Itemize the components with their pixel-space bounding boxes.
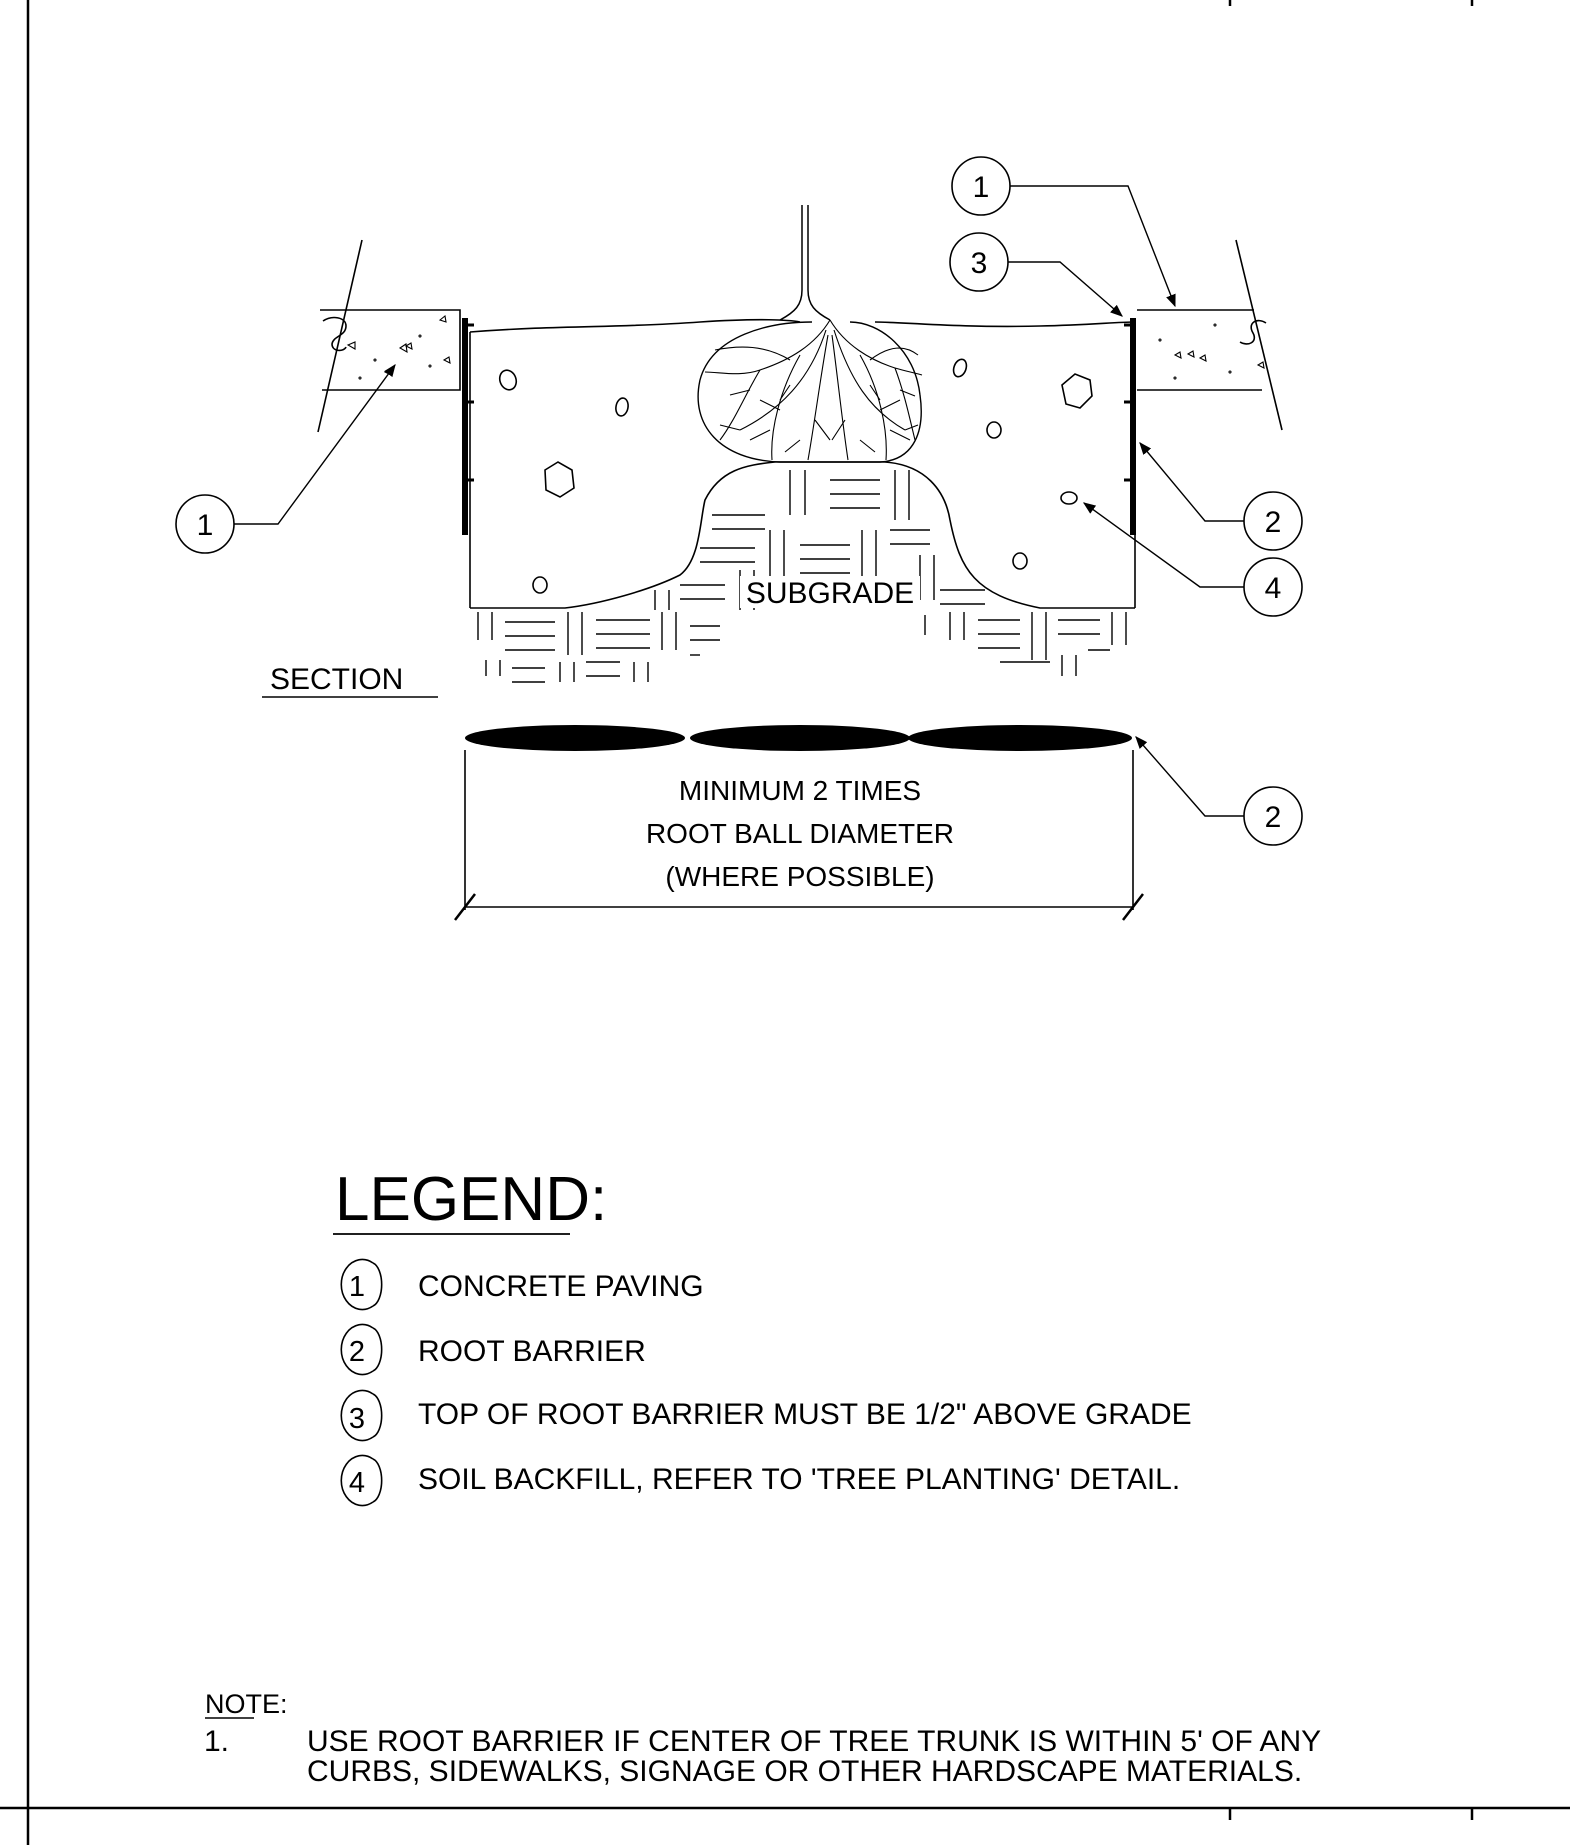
legend-item-text: CONCRETE PAVING <box>418 1270 704 1303</box>
legend-title: LEGEND: <box>335 1165 607 1234</box>
subgrade-lower-band <box>477 612 1127 683</box>
callout-leaders <box>234 185 1244 817</box>
legend-item: 3 TOP OF ROOT BARRIER MUST BE 1/2" ABOVE… <box>340 1389 1192 1442</box>
callout-left-paving: 1 <box>175 494 235 554</box>
section-label: SECTION <box>270 663 403 696</box>
left-concrete-paving <box>317 239 461 433</box>
legend-number-bubble <box>340 1454 374 1507</box>
right-concrete-paving <box>1137 239 1283 431</box>
root-ball <box>697 319 923 463</box>
callout-right-barrier-number: 2 <box>1265 506 1282 539</box>
root-barrier-left <box>462 318 474 535</box>
callout-right-barrier: 2 <box>1243 491 1303 551</box>
callout-right-paving-number: 1 <box>973 171 990 204</box>
callout-right-soil: 4 <box>1243 557 1303 617</box>
callout-right-barrier-top-number: 3 <box>971 247 988 280</box>
legend-item: 2 ROOT BARRIER <box>340 1323 646 1376</box>
root-barrier-plan <box>465 725 1132 751</box>
legend-item-number: 3 <box>349 1403 365 1435</box>
dimension-text-line-1: MINIMUM 2 TIMES <box>679 775 921 806</box>
legend: LEGEND: 1 CONCRETE PAVING 2 ROOT BARRIER… <box>333 1165 1192 1507</box>
callout-left-paving-number: 1 <box>197 509 214 542</box>
root-barrier-right <box>1124 318 1136 535</box>
tree-section-drawing: SUBGRADE SECTION MINIMUM 2 TIMES ROOT BA… <box>175 156 1303 921</box>
dimension-text-line-3: (WHERE POSSIBLE) <box>665 861 934 892</box>
subgrade-label: SUBGRADE <box>746 577 914 610</box>
subgrade-label-bg <box>740 576 920 608</box>
legend-number-bubble-right <box>372 1262 383 1307</box>
note-heading: NOTE: <box>205 1689 288 1719</box>
dimension-text: MINIMUM 2 TIMES ROOT BALL DIAMETER (WHER… <box>646 775 954 892</box>
legend-item-number: 2 <box>349 1336 365 1368</box>
callout-bubbles: 1 1 3 2 4 2 <box>175 156 1303 846</box>
legend-number-bubble <box>340 1258 374 1311</box>
legend-number-bubble-right <box>372 1327 383 1372</box>
dimension-line <box>454 750 1144 921</box>
soil-backfill <box>469 318 1136 609</box>
dimension-text-line-2: ROOT BALL DIAMETER <box>646 818 954 849</box>
legend-item-number: 4 <box>349 1467 365 1499</box>
callout-right-paving: 1 <box>951 156 1011 216</box>
callout-right-soil-number: 4 <box>1265 572 1282 605</box>
note-line-1: USE ROOT BARRIER IF CENTER OF TREE TRUNK… <box>307 1725 1321 1758</box>
legend-item-number: 1 <box>349 1271 365 1303</box>
note-number: 1. <box>204 1725 229 1758</box>
legend-item-text: TOP OF ROOT BARRIER MUST BE 1/2" ABOVE G… <box>418 1398 1192 1431</box>
legend-number-bubble <box>340 1323 374 1376</box>
callout-right-barrier-top: 3 <box>949 232 1009 292</box>
legend-number-bubble-right <box>372 1393 383 1438</box>
callout-plan-barrier-number: 2 <box>1265 801 1282 834</box>
legend-item-text: SOIL BACKFILL, REFER TO 'TREE PLANTING' … <box>418 1463 1180 1496</box>
tree-trunk <box>779 205 831 321</box>
legend-number-bubble-right <box>372 1458 383 1503</box>
legend-item: 1 CONCRETE PAVING <box>340 1258 704 1311</box>
subgrade-hatch <box>477 470 1127 683</box>
note-block: NOTE: 1. USE ROOT BARRIER IF CENTER OF T… <box>204 1689 1321 1788</box>
callout-plan-barrier: 2 <box>1243 786 1303 846</box>
legend-item: 4 SOIL BACKFILL, REFER TO 'TREE PLANTING… <box>340 1454 1180 1507</box>
note-line-2: CURBS, SIDEWALKS, SIGNAGE OR OTHER HARDS… <box>307 1755 1302 1788</box>
legend-item-text: ROOT BARRIER <box>418 1335 646 1368</box>
legend-number-bubble <box>340 1389 374 1442</box>
